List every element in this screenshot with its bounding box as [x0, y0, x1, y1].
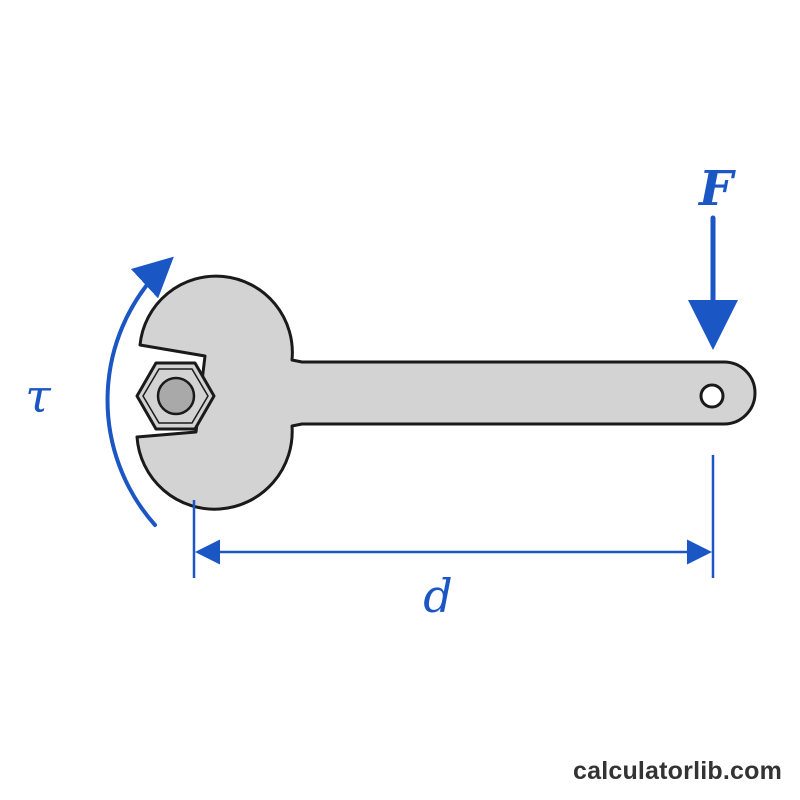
distance-dimension	[192, 455, 715, 578]
hanging-hole	[699, 383, 725, 409]
wrench-body	[135, 274, 757, 511]
hex-nut-inner	[142, 368, 209, 424]
watermark-text: calculatorlib.com	[572, 757, 782, 785]
distance-label: d	[423, 569, 452, 623]
wrench	[135, 274, 757, 511]
torque-arc-arrow	[105, 256, 174, 527]
force-label: F	[697, 161, 736, 217]
bolt	[156, 376, 196, 416]
torque-label: τ	[25, 369, 52, 423]
